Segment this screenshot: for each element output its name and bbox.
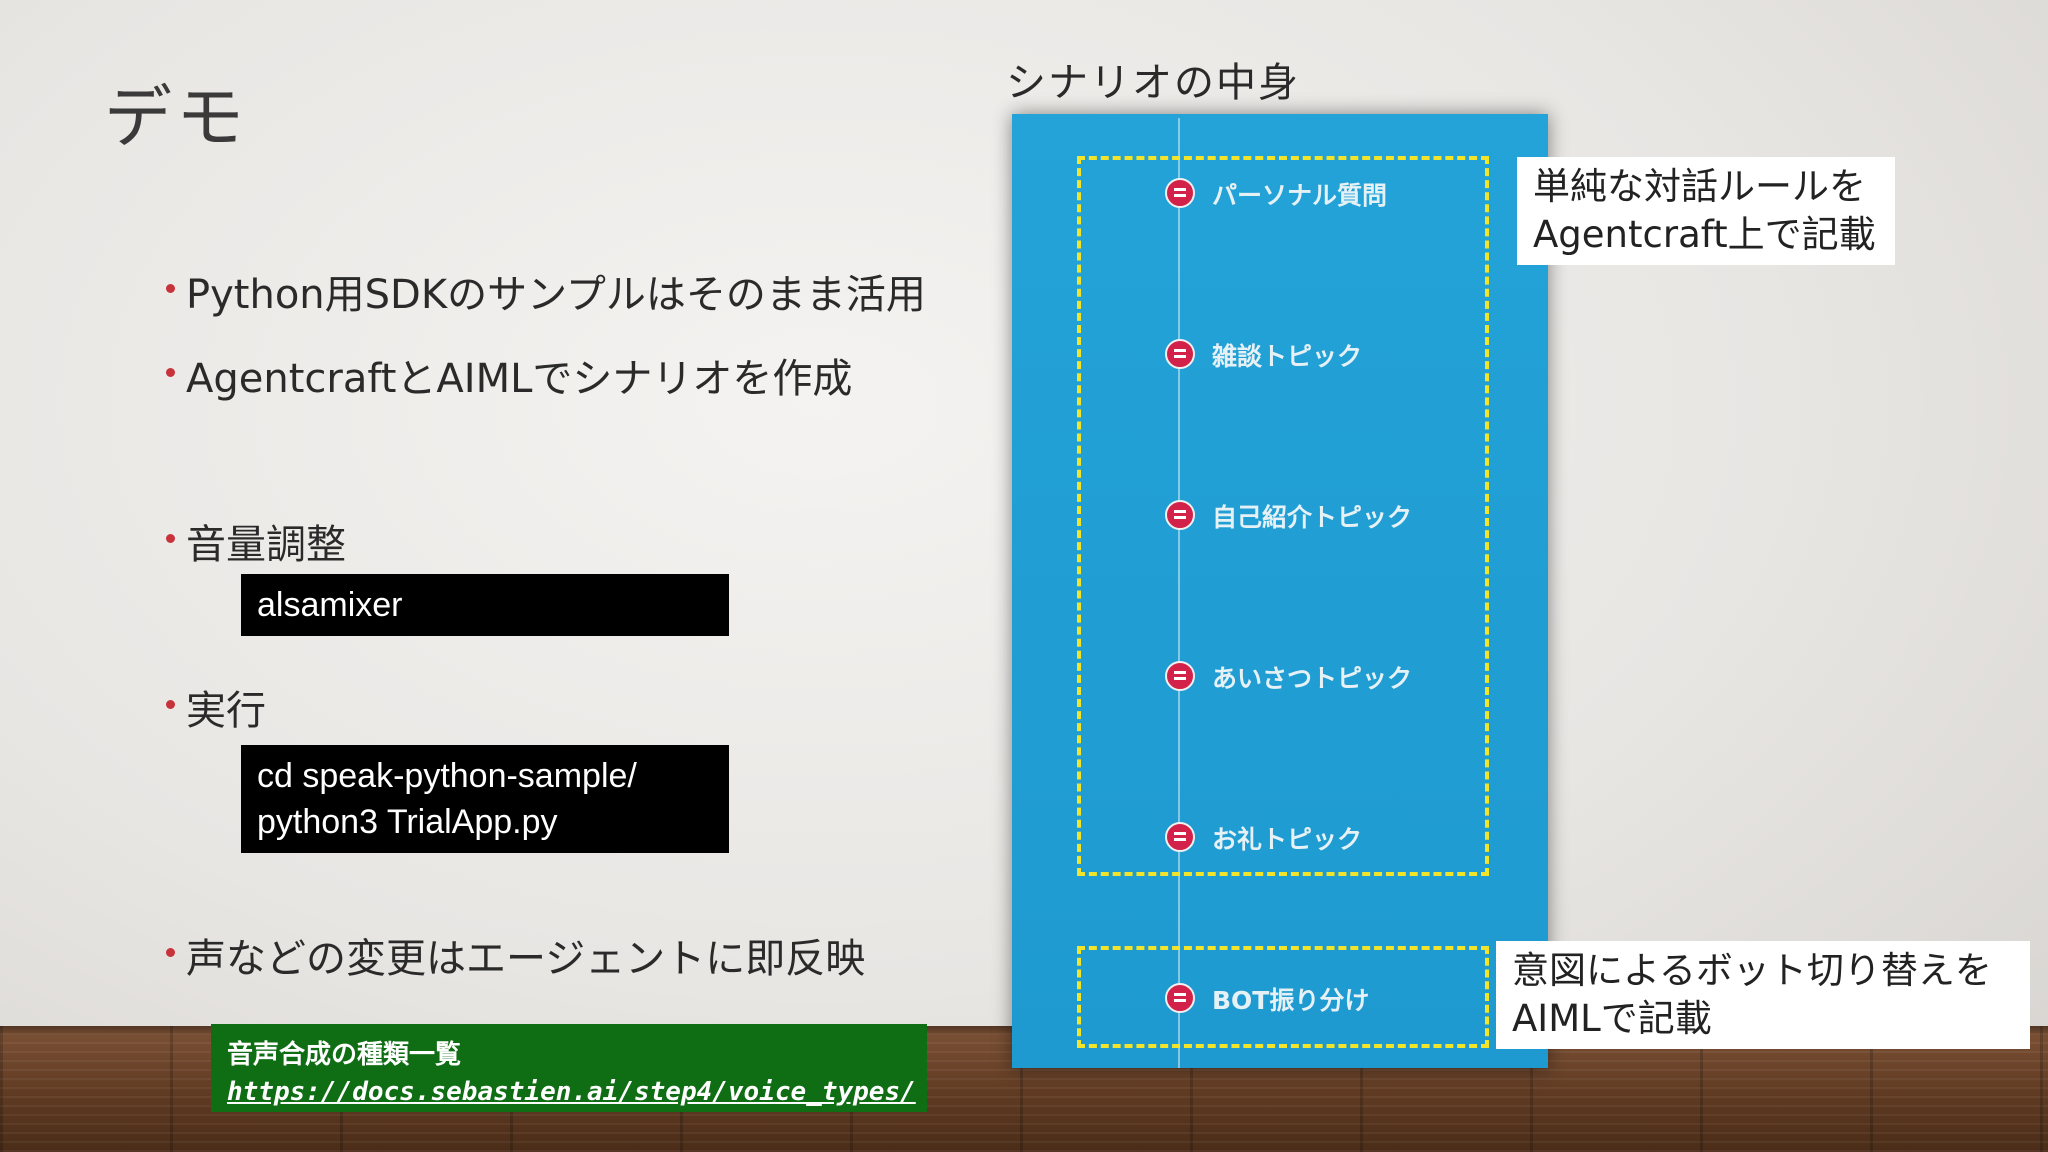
- bullet-dot-icon: [166, 700, 175, 709]
- bullet-voice: 声などの変更はエージェントに即反映: [166, 926, 866, 984]
- bullet-text: Python用SDKのサンプルはそのまま活用: [186, 272, 926, 318]
- node-icon[interactable]: [1165, 661, 1195, 691]
- voice-types-link[interactable]: https://docs.sebastien.ai/step4/voice_ty…: [227, 1077, 916, 1107]
- code-run: cd speak-python-sample/ python3 TrialApp…: [241, 745, 729, 853]
- voice-types-link-box: 音声合成の種類一覧 https://docs.sebastien.ai/step…: [211, 1024, 927, 1112]
- bullet-text: 実行: [186, 688, 266, 734]
- node-icon[interactable]: [1165, 339, 1195, 369]
- code-line: python3 TrialApp.py: [257, 803, 558, 841]
- code-volume: alsamixer: [241, 574, 729, 636]
- code-line: cd speak-python-sample/: [257, 757, 637, 795]
- bullet-scenario: AgentcraftとAIMLでシナリオを作成: [166, 346, 853, 404]
- bullet-text: 声などの変更はエージェントに即反映: [186, 936, 866, 982]
- topic-personal[interactable]: パーソナル質問: [1212, 181, 1388, 210]
- scenario-timeline: [1178, 118, 1180, 1068]
- bullet-dot-icon: [166, 534, 175, 543]
- node-icon[interactable]: [1165, 822, 1195, 852]
- note-line: Agentcraft上で記載: [1533, 213, 1876, 256]
- link-title: 音声合成の種類一覧: [227, 1040, 462, 1070]
- note-line: AIMLで記載: [1512, 997, 1712, 1040]
- bullet-text: AgentcraftとAIMLでシナリオを作成: [186, 356, 853, 402]
- rules-dashed-box: [1077, 156, 1489, 876]
- bullet-dot-icon: [166, 368, 175, 377]
- note-intent: 意図によるボット切り替えを AIMLで記載: [1496, 941, 2030, 1049]
- code-line: alsamixer: [257, 586, 403, 624]
- bullet-sdk: Python用SDKのサンプルはそのまま活用: [166, 262, 926, 320]
- topic-bot-routing[interactable]: BOT振り分け: [1212, 986, 1370, 1015]
- node-icon[interactable]: [1165, 178, 1195, 208]
- topic-greeting[interactable]: あいさつトピック: [1212, 664, 1413, 693]
- node-icon[interactable]: [1165, 983, 1195, 1013]
- scenario-panel: [1012, 114, 1548, 1068]
- note-line: 単純な対話ルールを: [1533, 165, 1866, 208]
- slide-title: デモ: [104, 79, 249, 158]
- intent-dashed-box: [1077, 946, 1489, 1048]
- note-line: 意図によるボット切り替えを: [1512, 949, 1992, 992]
- topic-thanks[interactable]: お礼トピック: [1212, 825, 1363, 854]
- bullet-dot-icon: [166, 948, 175, 957]
- bullet-run: 実行: [166, 678, 266, 736]
- bullet-volume: 音量調整: [166, 512, 346, 570]
- topic-intro[interactable]: 自己紹介トピック: [1212, 503, 1413, 532]
- node-icon[interactable]: [1165, 500, 1195, 530]
- topic-chat[interactable]: 雑談トピック: [1212, 342, 1363, 371]
- bullet-dot-icon: [166, 284, 175, 293]
- scenario-label: シナリオの中身: [1006, 60, 1300, 106]
- bullet-text: 音量調整: [186, 522, 346, 568]
- note-rules: 単純な対話ルールを Agentcraft上で記載: [1517, 157, 1895, 265]
